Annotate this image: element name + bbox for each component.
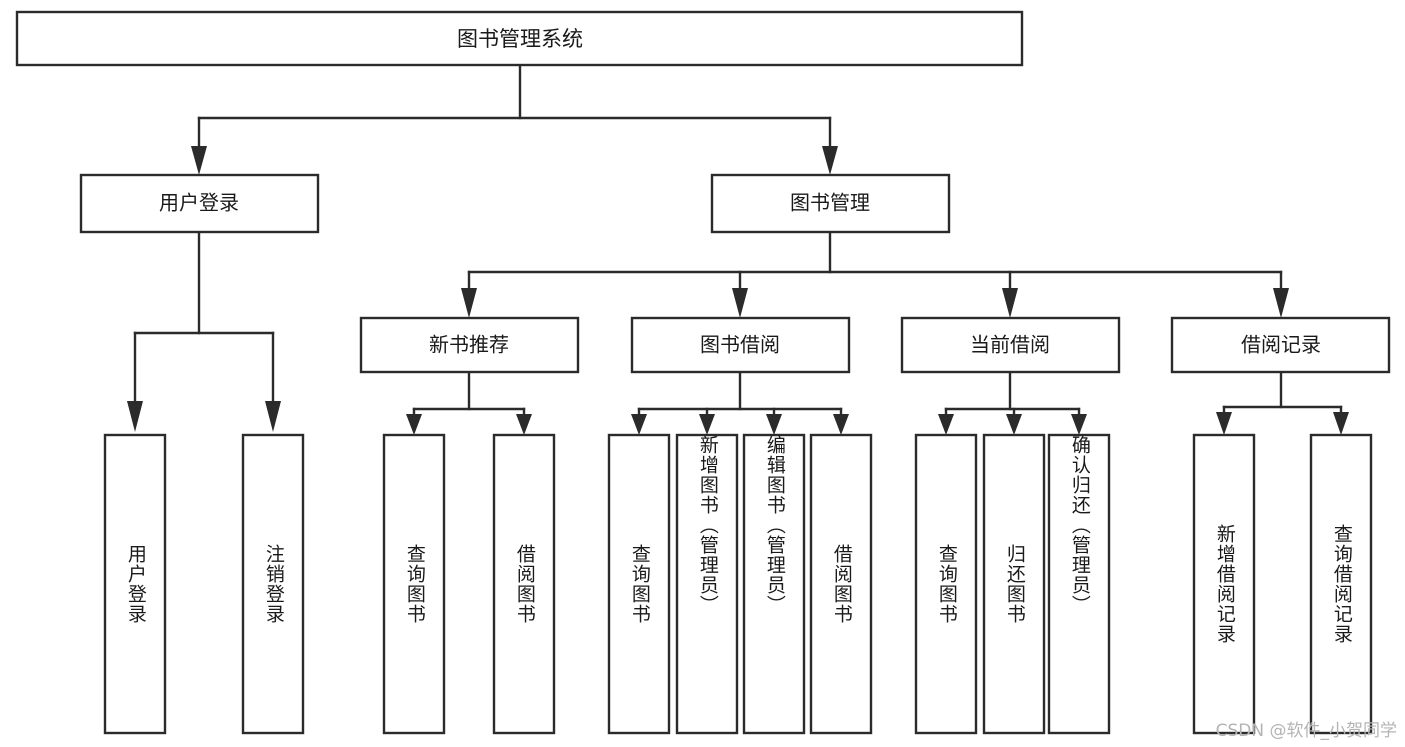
node-new-book-recommend[interactable]: 新书推荐 bbox=[359, 316, 580, 374]
leaf-box-borrow-book-1[interactable] bbox=[492, 433, 556, 735]
connector-group-borrow-record bbox=[1216, 370, 1349, 435]
node-user-login[interactable]: 用户登录 bbox=[79, 173, 320, 234]
node-user-login-box[interactable] bbox=[79, 173, 320, 234]
arrow-head-leaf-query-book-1 bbox=[406, 414, 422, 435]
connector-group-user-login bbox=[127, 230, 281, 432]
leaf-box-add-book[interactable] bbox=[675, 433, 739, 735]
connector-group-root bbox=[191, 63, 838, 175]
node-book-borrow[interactable]: 图书借阅 bbox=[630, 316, 851, 374]
connector-group-new-book-recommend bbox=[406, 370, 532, 435]
leaf-box-confirm-return[interactable] bbox=[1047, 433, 1111, 735]
arrow-head-leaf-confirm-return bbox=[1071, 414, 1087, 435]
leaf-box-user-login[interactable] bbox=[103, 433, 167, 735]
leaf-box-query-book-2[interactable] bbox=[607, 433, 671, 735]
node-new-book-recommend-box[interactable] bbox=[359, 316, 580, 374]
arrow-head-leaf-add-book bbox=[699, 414, 715, 435]
arrow-head-leaf-add-record bbox=[1216, 412, 1232, 435]
arrow-head-new-book-recommend bbox=[461, 288, 477, 318]
connector-group-book-manage bbox=[461, 230, 1289, 318]
arrow-head-user-login bbox=[191, 146, 207, 175]
node-book-borrow-box[interactable] bbox=[630, 316, 851, 374]
node-new-book-recommend-label: 新书推荐 bbox=[429, 333, 509, 357]
node-borrow-record-label: 借阅记录 bbox=[1241, 333, 1321, 357]
leaf-box-query-book-3[interactable] bbox=[914, 433, 978, 735]
arrow-head-book-borrow bbox=[732, 288, 748, 318]
leaf-box-logout-login[interactable] bbox=[241, 433, 305, 735]
node-root-box[interactable] bbox=[15, 10, 1024, 67]
node-book-manage[interactable]: 图书管理 bbox=[710, 173, 951, 234]
node-book-borrow-label: 图书借阅 bbox=[700, 333, 780, 357]
leaf-box-query-book-1[interactable] bbox=[382, 433, 446, 735]
arrow-head-borrow-record bbox=[1273, 288, 1289, 318]
connector-group-current-borrow bbox=[938, 370, 1087, 435]
connector-group-book-borrow bbox=[631, 370, 849, 435]
arrow-head-leaf-query-record bbox=[1333, 412, 1349, 435]
arrow-head-leaf-logout-login bbox=[265, 401, 281, 432]
node-root-label: 图书管理系统 bbox=[457, 27, 583, 51]
arrow-head-current-borrow bbox=[1002, 288, 1018, 318]
node-root[interactable]: 图书管理系统 bbox=[15, 10, 1024, 67]
arrow-head-leaf-query-book-2 bbox=[631, 414, 647, 435]
leaf-box-edit-book[interactable] bbox=[742, 433, 806, 735]
arrow-head-book-manage bbox=[822, 146, 838, 175]
node-book-manage-box[interactable] bbox=[710, 173, 951, 234]
arrow-head-leaf-borrow-book-1 bbox=[516, 414, 532, 435]
node-current-borrow[interactable]: 当前借阅 bbox=[900, 316, 1121, 374]
arrow-head-leaf-edit-book bbox=[766, 414, 782, 435]
leaf-box-add-record[interactable] bbox=[1192, 433, 1256, 735]
node-borrow-record[interactable]: 借阅记录 bbox=[1170, 316, 1391, 374]
node-current-borrow-box[interactable] bbox=[900, 316, 1121, 374]
node-current-borrow-label: 当前借阅 bbox=[970, 333, 1050, 357]
node-book-manage-label: 图书管理 bbox=[790, 191, 870, 215]
node-borrow-record-box[interactable] bbox=[1170, 316, 1391, 374]
arrow-head-leaf-borrow-book-2 bbox=[833, 414, 849, 435]
arrow-head-leaf-return-book bbox=[1006, 414, 1022, 435]
arrow-head-leaf-query-book-3 bbox=[938, 414, 954, 435]
leaf-box-return-book[interactable] bbox=[982, 433, 1046, 735]
leaf-box-query-record[interactable] bbox=[1309, 433, 1373, 735]
leaf-box-borrow-book-2[interactable] bbox=[809, 433, 873, 735]
node-user-login-label: 用户登录 bbox=[159, 191, 239, 215]
arrow-head-leaf-user-login bbox=[127, 401, 143, 432]
